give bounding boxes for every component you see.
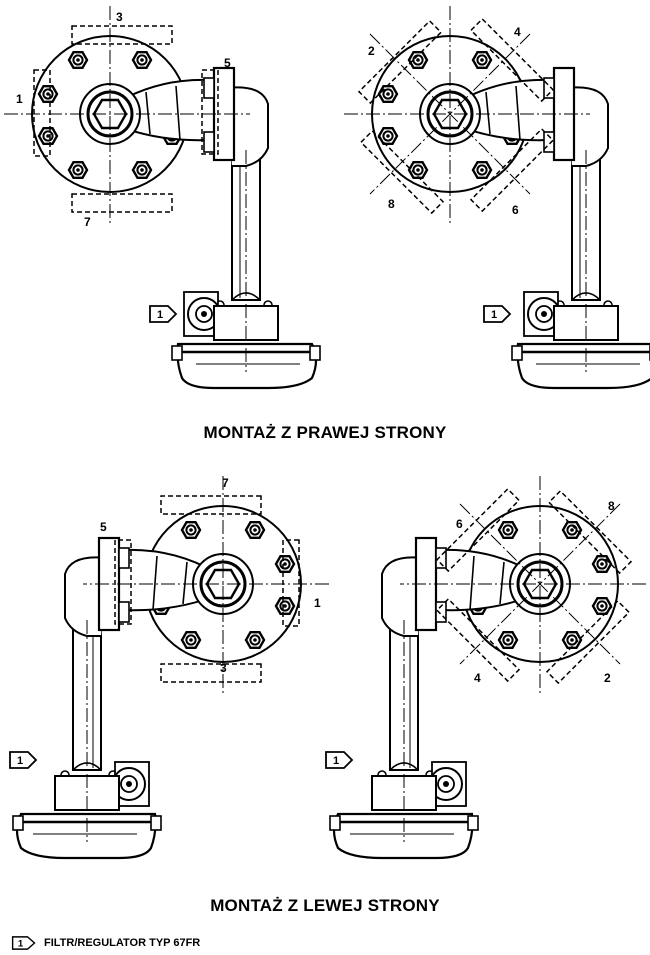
position-3-box <box>71 25 173 45</box>
position-4-box <box>435 597 521 683</box>
position-1-box <box>33 69 51 157</box>
tag-number: 1 <box>17 755 23 767</box>
tag-filter-regulator: 1 <box>149 305 177 323</box>
legend: 1 FILTR/REGULATOR TYP 67FR <box>10 935 200 951</box>
view-top-left: 3 1 5 7 1 <box>2 4 322 390</box>
tag-filter-regulator: 1 <box>483 305 511 323</box>
position-7-box <box>160 495 262 515</box>
position-1-box <box>282 539 300 627</box>
label-position-7: 7 <box>222 476 229 490</box>
label-position-1: 1 <box>314 596 321 610</box>
label-position-8: 8 <box>608 499 615 513</box>
tag-number: 1 <box>333 755 339 767</box>
label-position-6: 6 <box>456 517 463 531</box>
label-position-3: 3 <box>116 10 123 24</box>
view-top-right: 2 4 8 6 1 <box>342 4 650 390</box>
label-position-8: 8 <box>388 197 395 211</box>
legend-number: 1 <box>18 939 24 950</box>
position-2-box <box>357 19 443 105</box>
position-6-box <box>469 127 555 213</box>
position-7-box <box>71 193 173 213</box>
position-5-box <box>201 69 219 155</box>
position-5-box <box>114 539 132 625</box>
position-8-box <box>359 129 445 215</box>
tag-number: 1 <box>157 309 163 321</box>
legend-tag-icon: 1 <box>11 936 36 950</box>
tag-filter-regulator: 1 <box>325 751 353 769</box>
label-position-2: 2 <box>368 44 375 58</box>
label-position-4: 4 <box>514 25 521 39</box>
view-bottom-right: 6 8 4 2 1 <box>325 474 648 860</box>
caption-right-mounting: MONTAŻ Z PRAWEJ STRONY <box>203 423 447 442</box>
label-position-1: 1 <box>16 92 23 106</box>
caption-left-mounting: MONTAŻ Z LEWEJ STRONY <box>210 896 440 915</box>
label-position-4: 4 <box>474 671 481 685</box>
tag-number: 1 <box>491 309 497 321</box>
view-bottom-left: 7 5 1 3 1 <box>9 474 331 860</box>
legend-text: FILTR/REGULATOR TYP 67FR <box>44 937 201 949</box>
tag-filter-regulator: 1 <box>9 751 37 769</box>
label-position-5: 5 <box>224 56 231 70</box>
label-position-3: 3 <box>220 661 227 675</box>
position-6-box <box>435 487 521 573</box>
label-position-7: 7 <box>84 215 91 229</box>
label-position-5: 5 <box>100 520 107 534</box>
label-position-2: 2 <box>604 671 611 685</box>
label-position-6: 6 <box>512 203 519 217</box>
position-3-box <box>160 663 262 683</box>
